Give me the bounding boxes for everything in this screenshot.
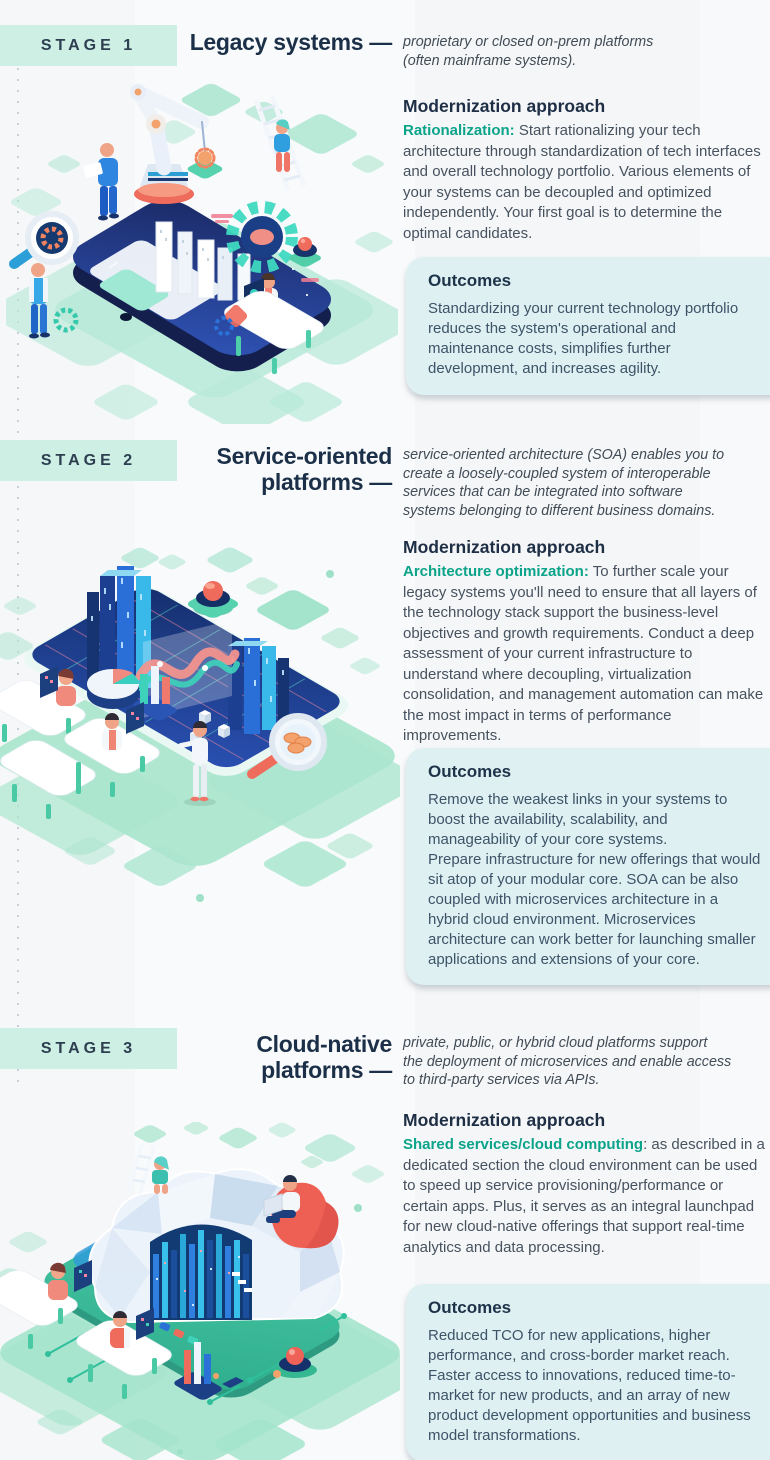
stage-1-outcomes-card: Outcomes Standardizing your current tech…: [406, 257, 770, 395]
data-towers-left: [87, 566, 151, 692]
magnifier-gear-icon: [9, 211, 79, 269]
stage-2-approach-lead: Architecture optimization:: [403, 563, 589, 580]
stage-3-badge-label: STAGE 3: [40, 1039, 137, 1057]
coral-gear-accent: [214, 304, 248, 336]
person-standing-with-papers: [83, 143, 119, 221]
stage-1-title: Legacy systems —: [189, 29, 393, 55]
desk-with-laptop-worker: [224, 273, 324, 374]
mini-bar-chart: [174, 1342, 244, 1400]
stage-2-badge: STAGE 2: [0, 440, 177, 481]
stage-3-approach-heading: Modernization approach: [403, 1110, 606, 1130]
mint-diamond-tiles: [11, 83, 393, 253]
pie-chart: [87, 668, 139, 709]
stage-2-approach-paragraph: Architecture optimization: To further sc…: [403, 562, 769, 747]
stage-3-title: Cloud-native platforms —: [256, 1031, 392, 1083]
stage-3-outcomes-text: Reduced TCO for new applications, higher…: [428, 1327, 751, 1444]
stage-1-outcomes-heading: Outcomes: [428, 271, 512, 290]
magnifier-coins-icon: [247, 713, 327, 779]
stage-1-outcomes-text: Standardizing your current technology po…: [428, 300, 739, 377]
mint-diamond-tiles: [0, 547, 380, 675]
stage-1-approach-heading: Modernization approach: [403, 96, 606, 116]
red-ball-pedestal: [289, 237, 321, 267]
gear-on-screen: [226, 201, 298, 273]
stage-2-outcomes-card: Outcomes Remove the weakest links in you…: [406, 748, 770, 986]
stage-2-description: service-oriented architecture (SOA) enab…: [403, 447, 725, 519]
worker-desks: [0, 1260, 178, 1400]
ladder-person-on-cloud: [126, 1143, 169, 1195]
stage-2-approach-heading: Modernization approach: [403, 537, 606, 557]
stage-2-badge-label: STAGE 2: [40, 451, 137, 469]
person-standing-vest: [29, 263, 79, 339]
standing-presenter: [178, 721, 216, 806]
stage-2-approach-text: To further scale your legacy systems you…: [403, 563, 764, 745]
stage-3-badge: STAGE 3: [0, 1028, 177, 1069]
stage-2-illustration-soa-data-city: [0, 547, 400, 902]
worker-desks: [0, 666, 166, 820]
stage-3-illustration-cloud-native: [0, 1122, 400, 1460]
stage-3-approach-text: : as described in a dedicated section th…: [403, 1136, 765, 1256]
red-ball-pedestal: [188, 581, 238, 618]
stage-3-outcomes-heading: Outcomes: [428, 1298, 512, 1317]
data-stream-bars: [153, 1230, 252, 1318]
stage-3-approach-lead: Shared services/cloud computing: [403, 1136, 644, 1153]
red-dome-button: [273, 1347, 317, 1378]
stage-1-approach-paragraph: Rationalization: Start rationalizing you…: [403, 121, 769, 244]
stage-3-outcomes-card: Outcomes Reduced TCO for new application…: [406, 1284, 770, 1460]
stage-1-approach-lead: Rationalization:: [403, 122, 515, 139]
stage-3-description: private, public, or hybrid cloud platfor…: [403, 1035, 732, 1089]
stage-2-outcomes-text: Remove the weakest links in your systems…: [428, 791, 761, 968]
stage-1-illustration-legacy-smartphone: [6, 83, 398, 424]
pink-pixel-strips: [211, 214, 319, 282]
beanbag-developer: [263, 1175, 339, 1249]
stage-1-approach-text: Start rationalizing your tech architectu…: [403, 122, 761, 242]
ladder-climbing-person: [253, 95, 307, 191]
stage-3-approach-paragraph: Shared services/cloud computing: as desc…: [403, 1135, 769, 1258]
white-city-blocks: [90, 221, 251, 320]
stage-1-badge: STAGE 1: [0, 25, 177, 66]
robot-arm: [130, 84, 223, 204]
mini-bar-chart: [133, 666, 177, 721]
stage-connector-dotted-line: [17, 68, 19, 1084]
stage-1-description: proprietary or closed on-prem platforms …: [403, 34, 654, 69]
stage-1-badge-label: STAGE 1: [40, 36, 137, 54]
stage-2-title: Service-oriented platforms —: [216, 443, 393, 495]
stage-2-outcomes-heading: Outcomes: [428, 762, 512, 781]
